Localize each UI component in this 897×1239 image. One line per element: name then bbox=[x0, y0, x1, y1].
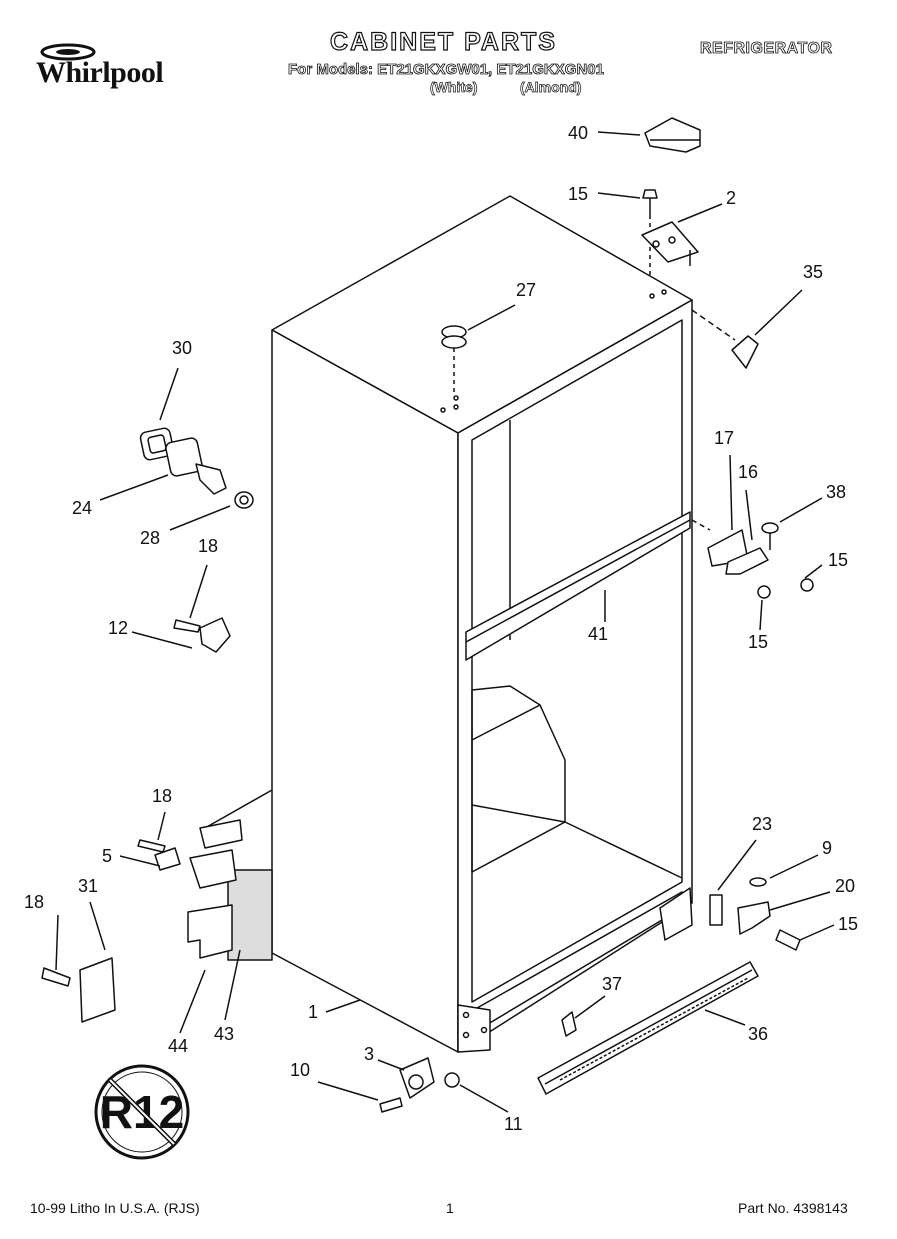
variant-white: (White) bbox=[430, 79, 478, 96]
callout-41: 41 bbox=[588, 624, 608, 644]
callout-35: 35 bbox=[803, 262, 823, 282]
cover-31-icon bbox=[79, 957, 116, 1023]
page-title: CABINET PARTS bbox=[329, 27, 557, 56]
callout-23: 23 bbox=[752, 814, 772, 834]
screw-15-right-icon bbox=[800, 578, 814, 592]
bracket-5-icon bbox=[189, 849, 237, 889]
callout-18b: 18 bbox=[152, 786, 172, 806]
hinge-pin-16-icon bbox=[725, 547, 769, 575]
bracket-23-icon bbox=[709, 894, 723, 926]
logo-swirl-icon bbox=[40, 43, 96, 61]
callout-15d: 15 bbox=[838, 914, 858, 934]
variant-almond: (Almond) bbox=[520, 79, 582, 96]
plug-35-icon bbox=[731, 335, 759, 369]
brand-logo: Whirlpool bbox=[36, 43, 164, 90]
bracket-44-icon bbox=[187, 904, 233, 959]
callout-36: 36 bbox=[748, 1024, 768, 1044]
callout-44: 44 bbox=[168, 1036, 188, 1056]
callout-9: 9 bbox=[822, 838, 832, 858]
callout-5: 5 bbox=[102, 846, 112, 866]
callout-43: 43 bbox=[214, 1024, 234, 1044]
bushing-30-icon bbox=[139, 427, 175, 461]
footer-page-number: 1 bbox=[446, 1200, 454, 1216]
callout-1: 1 bbox=[308, 1002, 318, 1022]
cabinet-side-face bbox=[271, 329, 459, 1053]
hinge-cover-icon bbox=[644, 117, 701, 153]
callout-28: 28 bbox=[140, 528, 160, 548]
liner-shelf bbox=[471, 685, 566, 873]
top-hinge-screw-icon bbox=[642, 189, 658, 199]
screw-18-lower-icon bbox=[137, 839, 166, 853]
callout-30: 30 bbox=[172, 338, 192, 358]
screw-18-icon bbox=[173, 619, 201, 633]
screw-15-lower-icon bbox=[757, 585, 771, 599]
screw-18-cover-icon bbox=[41, 967, 71, 987]
callout-15c: 15 bbox=[748, 632, 768, 652]
callout-10: 10 bbox=[290, 1060, 310, 1080]
center-rail bbox=[465, 511, 691, 661]
callout-20: 20 bbox=[835, 876, 855, 896]
callout-27: 27 bbox=[516, 280, 536, 300]
callout-15b: 15 bbox=[828, 550, 848, 570]
callout-40: 40 bbox=[568, 123, 588, 143]
bracket-12-icon bbox=[199, 617, 231, 653]
callout-18a: 18 bbox=[198, 536, 218, 556]
callout-37: 37 bbox=[602, 974, 622, 994]
nut-11-icon bbox=[444, 1072, 460, 1088]
callout-24: 24 bbox=[72, 498, 92, 518]
washer-38-icon bbox=[761, 522, 779, 534]
callout-11: 11 bbox=[504, 1114, 523, 1134]
cabinet-front-face bbox=[457, 299, 693, 1053]
clip-37-icon bbox=[561, 1011, 577, 1037]
no-r12-badge: R12 bbox=[94, 1064, 190, 1160]
callout-2: 2 bbox=[726, 188, 736, 208]
hinge-20-icon bbox=[737, 901, 771, 935]
callout-18c: 18 bbox=[24, 892, 44, 912]
callout-15a: 15 bbox=[568, 184, 588, 204]
callout-16: 16 bbox=[738, 462, 758, 482]
footer-part-number: Part No. 4398143 bbox=[738, 1200, 848, 1216]
panel-43-icon bbox=[227, 869, 273, 961]
screw-15-bottom-icon bbox=[775, 929, 801, 951]
footer-litho: 10-99 Litho In U.S.A. (RJS) bbox=[30, 1200, 200, 1216]
handle-mount-24-icon bbox=[165, 437, 203, 477]
models-line: For Models: ET21GKXGW01, ET21GKXGN01 bbox=[288, 61, 605, 79]
right-hinge-bracket bbox=[659, 887, 693, 941]
washer-9-icon bbox=[749, 877, 767, 887]
appliance-type: REFRIGERATOR bbox=[700, 40, 833, 58]
callout-17: 17 bbox=[714, 428, 734, 448]
callout-12: 12 bbox=[108, 618, 128, 638]
screw-10-icon bbox=[379, 1097, 403, 1113]
brand-name: Whirlpool bbox=[36, 56, 164, 89]
callout-31: 31 bbox=[78, 876, 98, 896]
washer-28-icon bbox=[234, 491, 254, 509]
callout-38: 38 bbox=[826, 482, 846, 502]
callout-3: 3 bbox=[364, 1044, 374, 1064]
